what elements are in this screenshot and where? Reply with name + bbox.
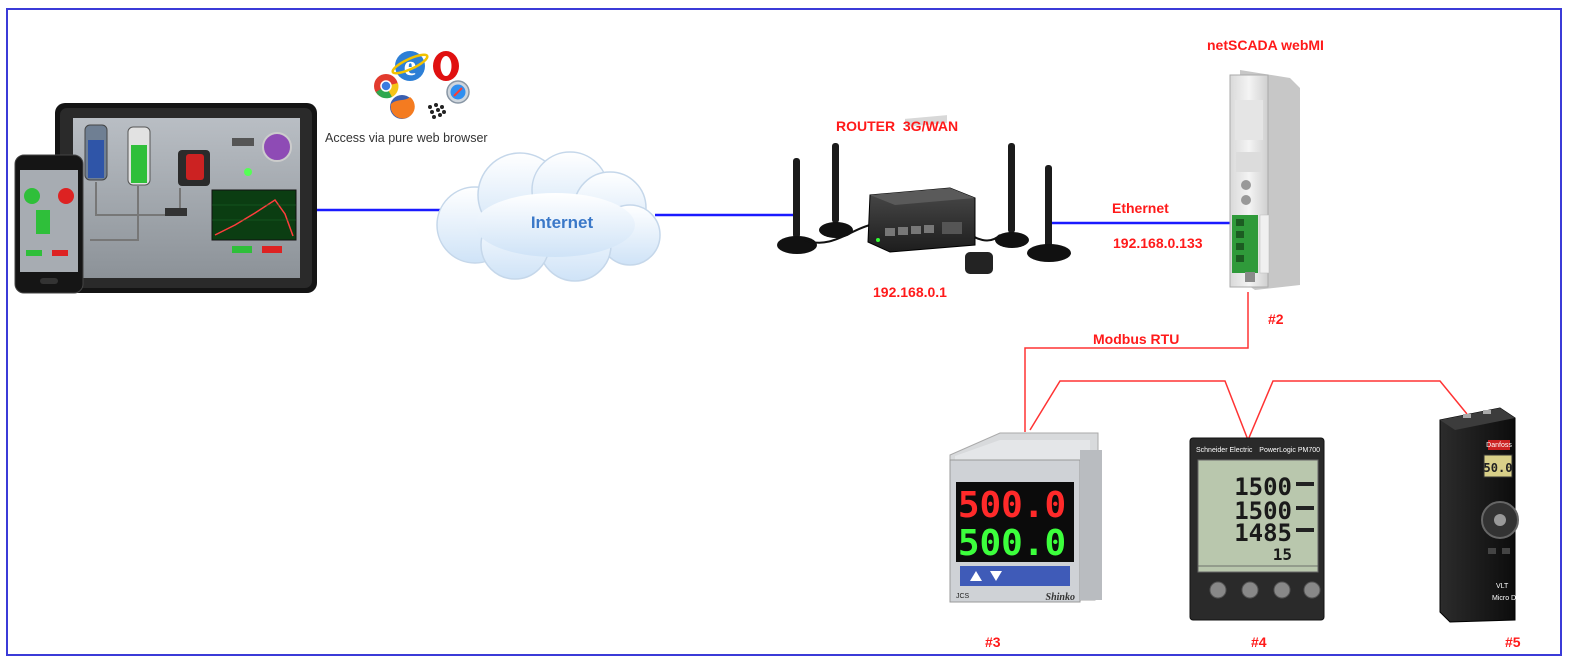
browser-caption: Access via pure web browser [325, 131, 488, 145]
meter-button-3[interactable] [1273, 581, 1291, 599]
meter-button-4[interactable] [1303, 581, 1321, 599]
meter-row-3: 1485 [1234, 519, 1292, 547]
temp-controller-brand: Shinko [1046, 592, 1075, 603]
device-5-id: #5 [1505, 634, 1521, 650]
power-meter-product: PowerLogic PM700 [1259, 447, 1320, 454]
ethernet-label: Ethernet [1112, 200, 1169, 216]
meter-row-2: 1500 [1234, 497, 1292, 525]
device-3-id: #3 [985, 634, 1001, 650]
vfd-display: 50.0 [1484, 461, 1513, 475]
vfd-brand: VLT [1496, 583, 1509, 590]
tablet-icon [55, 103, 317, 293]
vfd-logo: Danfoss [1486, 442, 1512, 449]
opera-icon [433, 51, 459, 81]
pv-display: 500.0 [958, 485, 1066, 526]
chrome-icon [374, 74, 399, 99]
blackberry-icon [428, 103, 446, 119]
daisy-chain-link [1029, 380, 1468, 442]
router-title: ROUTER 3G/WAN [836, 118, 958, 134]
meter-button-2[interactable] [1241, 581, 1259, 599]
ie-icon: e [391, 51, 429, 82]
meter-row-4: 15 [1273, 545, 1292, 564]
smartphone-icon [14, 154, 84, 294]
device-4-id: #4 [1251, 634, 1267, 650]
temp-controller-device: 500.0 500.0 JCS Shinko [949, 432, 1102, 603]
power-meter-brand: Schneider Electric [1196, 447, 1253, 454]
webmi-ip: 192.168.0.133 [1113, 235, 1203, 251]
webmi-title: netSCADA webMI [1207, 37, 1324, 53]
power-meter-device: Schneider Electric PowerLogic PM700 1500… [1189, 437, 1325, 621]
webmi-module-icon [1229, 70, 1300, 290]
modbus-label: Modbus RTU [1093, 331, 1179, 347]
temp-controller-model: JCS [956, 593, 970, 600]
router-icon [777, 115, 1071, 274]
webmi-id: #2 [1268, 311, 1284, 327]
modbus-links [1024, 292, 1468, 442]
ethernet-links [316, 208, 1232, 225]
diagram-frame [6, 8, 1562, 656]
cloud-icon [436, 151, 661, 282]
vfd-device: 50.0 VLT Micro Drive Danfoss [1439, 407, 1527, 623]
meter-row-1: 1500 [1234, 473, 1292, 501]
browser-icons: e [374, 51, 470, 119]
sv-display: 500.0 [958, 523, 1066, 564]
vfd-series: Micro Drive [1492, 595, 1527, 602]
safari-icon [446, 80, 470, 104]
webmi-to-bus-link [1024, 292, 1249, 432]
cloud-label: Internet [531, 213, 594, 232]
router-ip: 192.168.0.1 [873, 284, 947, 300]
meter-button-1[interactable] [1209, 581, 1227, 599]
firefox-icon [390, 95, 415, 119]
